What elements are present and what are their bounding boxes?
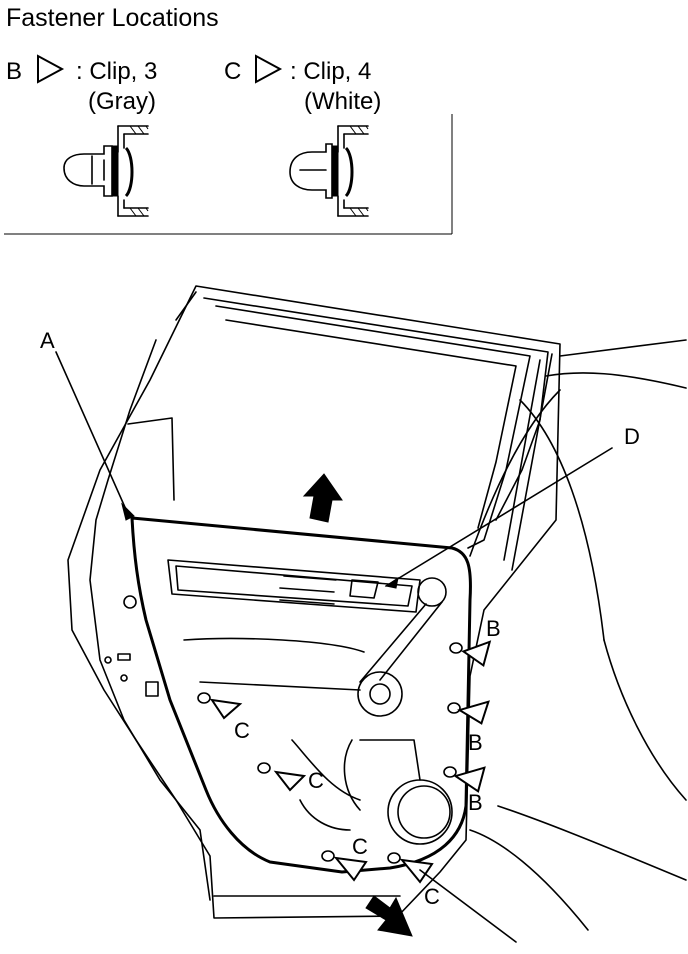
speaker (387, 779, 453, 845)
clip-b-2 (447, 702, 461, 714)
leader-bottom (419, 869, 517, 943)
clip-c-1 (197, 692, 211, 704)
clip-white-illustration (289, 125, 369, 217)
triangle-b-1-icon (461, 640, 492, 668)
leader-d-arrowhead-icon (384, 576, 399, 589)
leader-d (385, 447, 613, 587)
diagram-title: Fastener Locations (6, 4, 219, 32)
callout-c-4: C (424, 884, 440, 909)
car-body (469, 339, 687, 931)
callout-c-3: C (352, 834, 368, 859)
clip-c-3 (321, 850, 335, 862)
legend-b-letter: B (6, 58, 23, 85)
down-arrow-icon (365, 895, 413, 937)
triangle-c-4-icon (399, 858, 434, 884)
callout-a: A (40, 328, 55, 353)
callout-c-2: C (308, 768, 324, 793)
callout-c-1: C (234, 718, 250, 743)
door-trim-panel (130, 516, 472, 874)
legend-c-color: (White) (304, 88, 382, 115)
triangle-c-1-icon (209, 698, 243, 720)
legend-b-color: (Gray) (88, 88, 156, 115)
callout-b-2: B (468, 730, 483, 755)
door-holes (104, 595, 159, 697)
legend-c-desc: : Clip, 4 (290, 58, 372, 85)
clip-c-2 (257, 762, 271, 774)
legend-b-desc: : Clip, 3 (76, 58, 158, 85)
clip-b-3 (443, 766, 457, 778)
panel-contours (183, 637, 421, 831)
callout-triangles (209, 640, 492, 884)
clip-gray-illustration (63, 125, 149, 217)
triangle-b-2-icon (457, 700, 490, 725)
triangle-b-3-icon (453, 766, 486, 793)
legend-box (4, 114, 453, 235)
leader-lines (55, 351, 613, 943)
clip-c-4 (387, 852, 401, 864)
callout-d: D (624, 424, 640, 449)
clip-markers (197, 642, 463, 864)
leader-a (55, 351, 129, 515)
clip-b-1 (449, 642, 463, 654)
leader-a-arrowhead-icon (121, 502, 135, 521)
triangle-c-2-icon (273, 770, 307, 792)
door-frame (67, 285, 561, 919)
triangle-c-3-icon (333, 856, 368, 882)
callout-b-1: B (486, 616, 501, 641)
armrest (167, 559, 421, 613)
up-arrow-icon (302, 473, 343, 523)
legend-b-triangle-icon (37, 54, 65, 84)
legend-c-letter: C (224, 58, 242, 85)
door-pull-handle (357, 577, 447, 717)
callout-b-3: B (468, 790, 483, 815)
legend-c-triangle-icon (255, 54, 283, 84)
